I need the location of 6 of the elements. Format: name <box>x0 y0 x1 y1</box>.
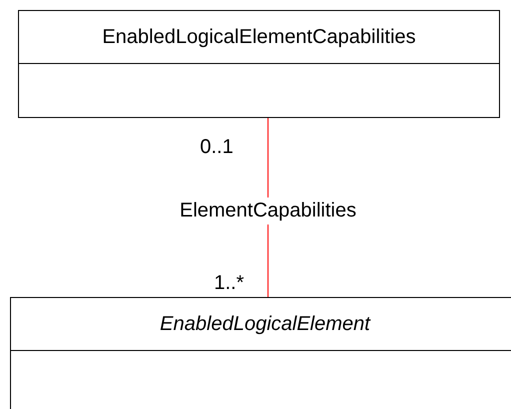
multiplicity-label: 1..* <box>214 272 244 295</box>
class-box <box>10 297 511 409</box>
class-box <box>18 10 500 118</box>
multiplicity-label: 0..1 <box>200 136 234 159</box>
class-name: EnabledLogicalElement <box>160 312 370 336</box>
class-name: EnabledLogicalElementCapabilities <box>102 26 416 48</box>
